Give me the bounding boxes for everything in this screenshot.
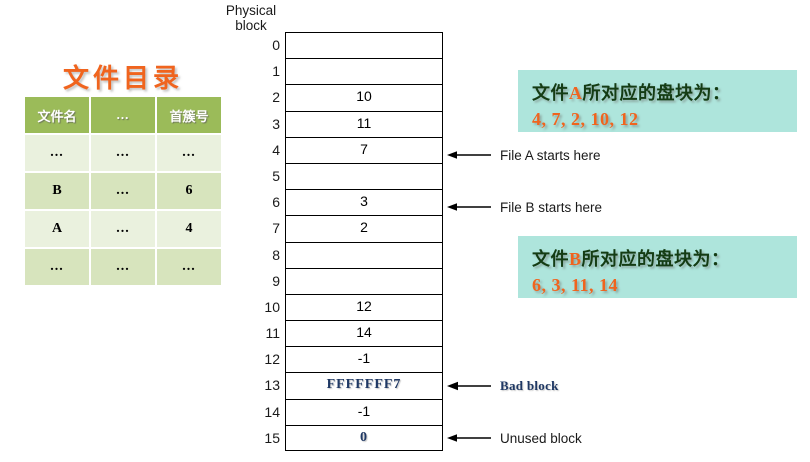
fat-value-bad-block: FFFFFFF7 <box>285 372 443 399</box>
annotation-file-b-start: File B starts here <box>447 199 602 215</box>
cell-first-cluster: ... <box>157 135 221 171</box>
fat-value: 2 <box>285 215 443 242</box>
left-arrow-icon <box>447 434 491 442</box>
fat-row: 5 <box>250 162 443 190</box>
fat-row: 8 <box>250 241 443 268</box>
callout-text-pre: 文件 <box>532 83 569 103</box>
callout-text-post: 所对应的盘块为： <box>582 83 731 103</box>
annotation-unused-block: Unused block <box>447 430 582 446</box>
table-row: ... ... ... <box>25 135 221 171</box>
fat-index: 10 <box>264 298 280 315</box>
fat-value <box>285 32 443 59</box>
callout-file-a-blocks: 4, 7, 2, 10, 12 <box>532 109 639 129</box>
callout-file-b-blocks: 6, 3, 11, 14 <box>532 275 619 295</box>
annotation-label: Unused block <box>500 430 582 446</box>
fat-table: 0 1 2 10 3 11 4 7 5 6 3 7 2 8 9 10 12 11 <box>250 32 443 451</box>
annotation-label: File A starts here <box>500 147 601 163</box>
table-row: A ... 4 <box>25 211 221 247</box>
physical-block-label-line1: Physical <box>225 3 277 18</box>
fat-row: 10 12 <box>250 293 443 321</box>
fat-row: 14 -1 <box>250 398 443 425</box>
fat-row: 7 2 <box>250 215 443 242</box>
left-arrow-icon <box>447 203 491 211</box>
fat-row: 9 <box>250 267 443 294</box>
left-arrow-icon <box>447 151 491 159</box>
fat-index: 11 <box>265 325 280 342</box>
cell-ellipsis: ... <box>91 211 155 247</box>
callout-file-b-line1: 文件B所对应的盘块为： <box>532 245 785 271</box>
cell-first-cluster: 6 <box>157 173 221 209</box>
fat-row: 0 <box>250 32 443 59</box>
fat-row: 2 10 <box>250 84 443 111</box>
callout-file-a-line1: 文件A所对应的盘块为： <box>532 79 785 105</box>
fat-index: 2 <box>272 89 280 106</box>
cell-filename: B <box>25 173 89 209</box>
fat-row: 15 0 <box>250 424 443 451</box>
fat-index: 12 <box>264 351 280 368</box>
directory-title: 文件目录 <box>62 64 183 93</box>
cell-ellipsis: ... <box>91 173 155 209</box>
fat-value: 12 <box>285 293 443 321</box>
cell-ellipsis: ... <box>91 249 155 285</box>
cell-filename: A <box>25 211 89 247</box>
annotation-label: Bad block <box>500 378 559 393</box>
file-directory-table: 文件名 ... 首簇号 ... ... ... B ... 6 A ... 4 … <box>23 95 223 287</box>
callout-file-a: 文件A所对应的盘块为： 4, 7, 2, 10, 12 <box>518 70 797 132</box>
fat-index: 4 <box>272 141 280 158</box>
fat-index: 3 <box>272 115 280 132</box>
fat-value: 14 <box>285 320 443 347</box>
left-arrow-icon <box>447 381 491 391</box>
cell-first-cluster: ... <box>157 249 221 285</box>
column-header-first-cluster: 首簇号 <box>157 97 221 133</box>
fat-row: 3 11 <box>250 110 443 137</box>
callout-file-highlight: A <box>569 83 583 103</box>
callout-file-highlight: B <box>569 249 582 269</box>
fat-value-unused-block: 0 <box>285 424 443 451</box>
cell-first-cluster: 4 <box>157 211 221 247</box>
fat-value: 11 <box>285 110 443 137</box>
callout-file-b: 文件B所对应的盘块为： 6, 3, 11, 14 <box>518 236 797 298</box>
fat-index: 14 <box>264 403 280 420</box>
fat-index: 1 <box>272 63 280 80</box>
fat-value <box>285 58 443 85</box>
fat-index: 13 <box>264 377 280 394</box>
callout-text-pre: 文件 <box>532 249 569 269</box>
column-header-filename: 文件名 <box>25 97 89 133</box>
fat-index: 15 <box>264 429 280 446</box>
fat-value <box>285 267 443 294</box>
fat-index: 6 <box>272 194 280 211</box>
table-row: ... ... ... <box>25 249 221 285</box>
fat-value: -1 <box>285 398 443 425</box>
fat-value: 10 <box>285 84 443 111</box>
annotation-bad-block: Bad block <box>447 378 559 394</box>
cell-ellipsis: ... <box>91 135 155 171</box>
cell-filename: ... <box>25 249 89 285</box>
fat-value <box>285 162 443 190</box>
fat-row: 4 7 <box>250 136 443 163</box>
fat-value: -1 <box>285 346 443 373</box>
annotation-label: File B starts here <box>500 199 603 215</box>
fat-index: 9 <box>272 272 280 289</box>
annotation-file-a-start: File A starts here <box>447 147 601 163</box>
fat-row: 11 14 <box>250 320 443 347</box>
fat-index: 7 <box>272 220 280 237</box>
fat-value: 7 <box>285 136 443 163</box>
physical-block-label-line2: block <box>235 18 267 33</box>
column-header-ellipsis: ... <box>91 97 155 133</box>
fat-row: 6 3 <box>250 189 443 216</box>
table-row: B ... 6 <box>25 173 221 209</box>
physical-block-label: Physical block <box>215 3 287 33</box>
fat-index: 8 <box>272 246 280 263</box>
fat-value <box>285 241 443 268</box>
cell-filename: ... <box>25 135 89 171</box>
fat-index: 0 <box>272 37 280 53</box>
fat-value: 3 <box>285 189 443 216</box>
fat-row: 13 FFFFFFF7 <box>250 372 443 399</box>
fat-index: 5 <box>272 167 280 184</box>
fat-row: 1 <box>250 58 443 85</box>
table-header-row: 文件名 ... 首簇号 <box>25 97 221 133</box>
callout-text-post: 所对应的盘块为： <box>581 249 730 269</box>
fat-row: 12 -1 <box>250 346 443 373</box>
